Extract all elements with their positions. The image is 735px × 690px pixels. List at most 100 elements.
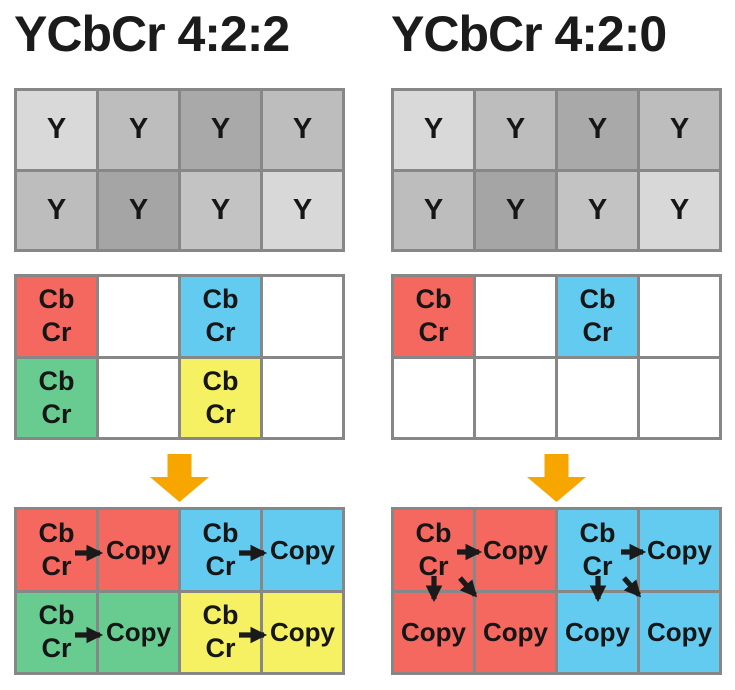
- y-label: Y: [128, 113, 149, 146]
- cr-label: Cr: [205, 317, 236, 348]
- empty-cell: [640, 277, 719, 356]
- copy-label: Copy: [483, 617, 548, 648]
- cr-label: Cr: [205, 398, 236, 429]
- empty-cell: [558, 358, 637, 437]
- y-label: Y: [587, 193, 608, 226]
- cb-label: Cb: [579, 517, 616, 548]
- cb-label: Cb: [579, 284, 616, 315]
- y-label: Y: [210, 113, 231, 146]
- y-cell: Y: [640, 171, 719, 249]
- cb-label: Cb: [415, 284, 452, 315]
- cb-label: Cb: [202, 600, 239, 631]
- downsample-arrow-icon: [527, 454, 586, 502]
- copy-cell: Copy: [99, 592, 178, 672]
- cb-label: Cb: [415, 517, 452, 548]
- copy-cell: Copy: [640, 592, 719, 672]
- y-cell: Y: [181, 171, 260, 249]
- y-label: Y: [587, 113, 608, 146]
- copy-label: Copy: [270, 534, 335, 565]
- cb-label: Cb: [202, 284, 239, 315]
- y-cell: Y: [99, 91, 178, 169]
- cr-label: Cr: [41, 398, 72, 429]
- copy-label: Copy: [565, 617, 630, 648]
- empty-cell: [263, 277, 342, 356]
- y-label: Y: [505, 113, 526, 146]
- y-label: Y: [423, 193, 444, 226]
- copy-cell: Copy: [558, 592, 637, 672]
- empty-cell: [394, 358, 473, 437]
- y-cell: Y: [558, 91, 637, 169]
- downsample-arrow-icon: [150, 454, 209, 502]
- copy-label: Copy: [647, 534, 712, 565]
- copy-label: Copy: [483, 534, 548, 565]
- copy-cell: Copy: [476, 592, 555, 672]
- copy-cell: Copy: [640, 510, 719, 590]
- y-cell: Y: [17, 171, 96, 249]
- y-label: Y: [46, 113, 67, 146]
- panel-title-420: YCbCr 4:2:0: [391, 6, 667, 62]
- panel-title-422: YCbCr 4:2:2: [14, 6, 290, 62]
- y-label: Y: [128, 193, 149, 226]
- empty-cell: [476, 358, 555, 437]
- y-label: Y: [669, 113, 690, 146]
- copy-label: Copy: [106, 617, 171, 648]
- y-sample-grid-420: Y Y Y Y Y Y Y Y: [391, 88, 722, 252]
- empty-cell: [640, 358, 719, 437]
- y-label: Y: [46, 193, 67, 226]
- y-cell: Y: [394, 91, 473, 169]
- y-label: Y: [210, 193, 231, 226]
- y-cell: Y: [476, 91, 555, 169]
- y-label: Y: [292, 193, 313, 226]
- y-cell: Y: [394, 171, 473, 249]
- y-cell: Y: [558, 171, 637, 249]
- y-label: Y: [669, 193, 690, 226]
- y-cell: Y: [640, 91, 719, 169]
- copy-cell: Copy: [394, 592, 473, 672]
- cr-label: Cr: [41, 633, 72, 664]
- y-label: Y: [423, 113, 444, 146]
- copy-cell: Copy: [476, 510, 555, 590]
- y-cell: Y: [17, 91, 96, 169]
- y-cell: Y: [181, 91, 260, 169]
- cb-label: Cb: [38, 284, 75, 315]
- cb-label: Cb: [38, 365, 75, 396]
- y-cell: Y: [476, 171, 555, 249]
- cb-label: Cb: [38, 600, 75, 631]
- empty-cell: [99, 277, 178, 356]
- copy-cell: Copy: [263, 592, 342, 672]
- copy-label: Copy: [106, 534, 171, 565]
- y-sample-grid-422: Y Y Y Y Y Y Y Y: [14, 88, 345, 252]
- cr-label: Cr: [205, 633, 236, 664]
- y-label: Y: [505, 193, 526, 226]
- copy-label: Copy: [270, 617, 335, 648]
- cr-label: Cr: [418, 550, 449, 581]
- y-label: Y: [292, 113, 313, 146]
- cb-label: Cb: [38, 517, 75, 548]
- cr-label: Cr: [582, 550, 613, 581]
- empty-cell: [476, 277, 555, 356]
- cr-label: Cr: [41, 550, 72, 581]
- cr-label: Cr: [582, 317, 613, 348]
- cr-label: Cr: [205, 550, 236, 581]
- copy-cell: Copy: [263, 510, 342, 590]
- copy-label: Copy: [647, 617, 712, 648]
- y-cell: Y: [99, 171, 178, 249]
